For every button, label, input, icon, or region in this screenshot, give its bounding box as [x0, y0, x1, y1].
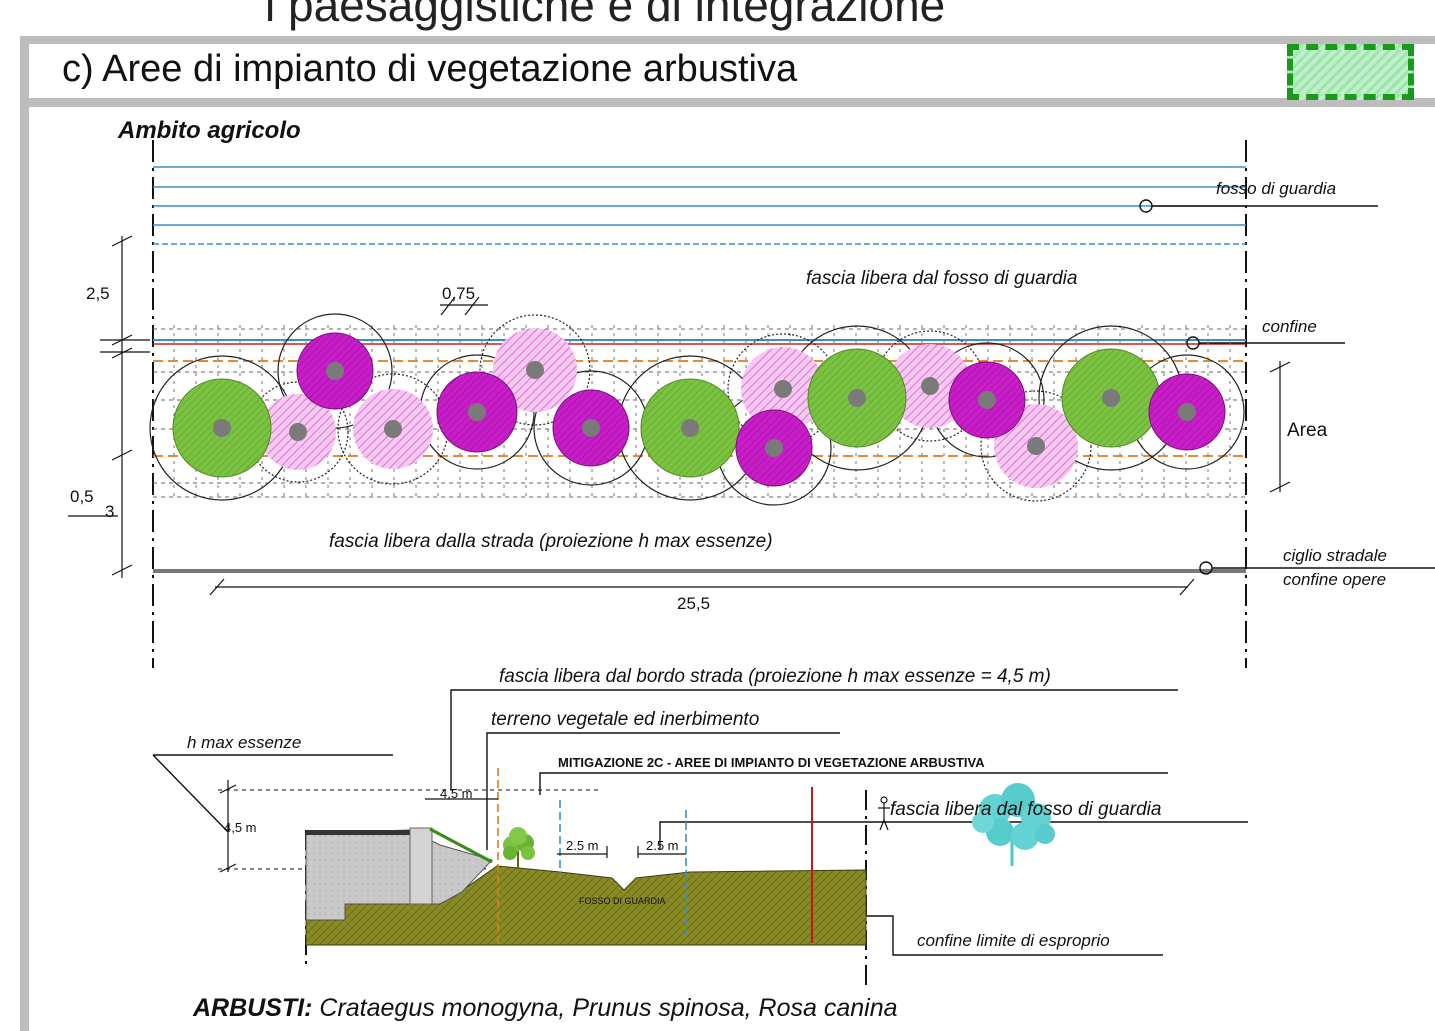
label-terreno: terreno vegetale ed inerbimento — [491, 709, 760, 730]
label-fascia-bordo: fascia libera dal bordo strada (proiezio… — [499, 666, 1051, 687]
person-icon — [878, 796, 890, 831]
page-title-cutoff: i paesaggistiche e di integrazione — [0, 0, 1435, 34]
section-subtitle: Ambito agricolo — [118, 117, 301, 144]
label-mitigazione: MITIGAZIONE 2C - AREE DI IMPIANTO DI VEG… — [558, 755, 985, 770]
shrub-crowns — [172, 328, 1226, 488]
dim-label-0-5: 0,5 — [70, 487, 94, 506]
shrub-trunks — [213, 361, 1196, 457]
small-shrub-icon — [503, 827, 535, 868]
species-heading: ARBUSTI: — [193, 994, 313, 1022]
label-area: Area — [1287, 420, 1328, 441]
dim-label-2-5: 2,5 — [86, 284, 110, 303]
frame-top-border — [20, 36, 1435, 44]
label-fosso-section: FOSSO DI GUARDIA — [579, 896, 666, 906]
road-curb — [409, 827, 433, 905]
label-fascia-fosso: fascia libera dal fosso di guardia — [806, 268, 1078, 289]
cyan-tree-icon — [972, 783, 1055, 866]
dim-label-25-5: 25,5 — [677, 594, 711, 613]
page-title: i paesaggistiche e di integrazione — [265, 0, 946, 31]
frame-left-border — [20, 36, 29, 1031]
embankment-green — [429, 827, 493, 864]
dim-label-2-5-a: 2.5 m — [566, 838, 599, 853]
label-h-max: h max essenze — [187, 733, 302, 752]
label-fascia-strada: fascia libera dalla strada (proiezione h… — [329, 531, 773, 552]
species-list: Crataegus monogyna, Prunus spinosa, Rosa… — [319, 994, 898, 1022]
dim-label-0-75: 0,75 — [442, 284, 476, 303]
dim-label-4-5-h: 4,5 m — [440, 786, 473, 801]
species-line: ARBUSTI: Crataegus monogyna, Prunus spin… — [193, 994, 898, 1023]
dim-label-4-5-v: 4,5 m — [224, 820, 257, 835]
label-ciglio: ciglio stradale — [1283, 546, 1387, 565]
legend-swatch — [1287, 44, 1414, 100]
header-separator — [29, 98, 1435, 107]
label-confine-opere: confine opere — [1283, 570, 1387, 589]
label-fascia-fosso-section: fascia libera dal fosso di guardia — [890, 799, 1162, 820]
confine-leader-dot — [1186, 336, 1200, 350]
dim-label-3: 3 — [105, 502, 115, 521]
road-surface — [306, 830, 410, 835]
label-fosso: fosso di guardia — [1216, 179, 1337, 198]
dim-label-2-5-b: 2.5 m — [646, 838, 679, 853]
section-header — [29, 44, 1435, 98]
fosso-lines — [153, 166, 1246, 245]
label-confine: confine — [1262, 317, 1317, 336]
section-title: c) Aree di impianto di vegetazione arbus… — [62, 48, 798, 90]
label-confine-esproprio: confine limite di esproprio — [917, 931, 1110, 950]
